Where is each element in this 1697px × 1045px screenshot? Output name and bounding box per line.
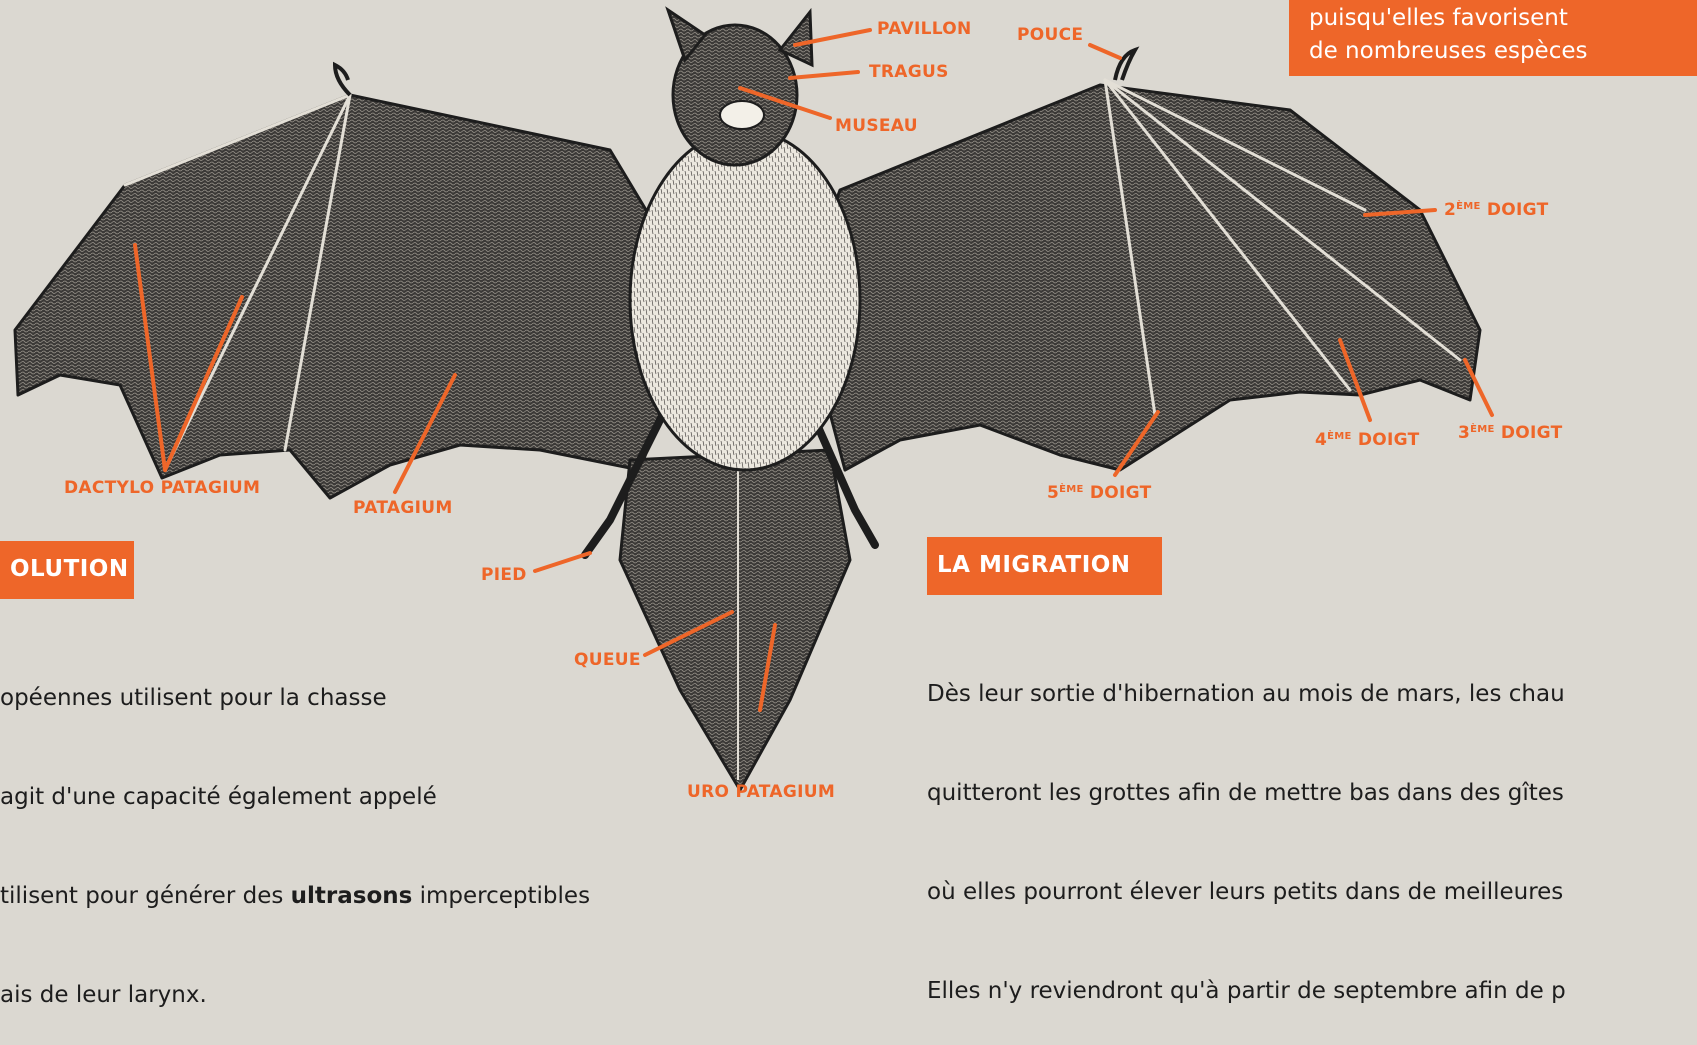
label-doigt-2: 2ÈME DOIGT — [1444, 202, 1549, 219]
section-heading-evolution: OLUTION — [0, 541, 134, 599]
evolution-line-3: tilisent pour générer des ultrasons impe… — [0, 880, 590, 913]
evolution-line-2: agit d'une capacité également appelé — [0, 781, 590, 814]
intro-box: puisqu'elles favorisent de nombreuses es… — [1289, 0, 1697, 76]
evolution-line-1: opéennes utilisent pour la chasse — [0, 682, 590, 715]
label-pouce: POUCE — [1017, 27, 1083, 44]
label-tragus: TRAGUS — [869, 64, 949, 81]
label-doigt-4: 4ÈME DOIGT — [1315, 432, 1420, 449]
label-pavillon: PAVILLON — [877, 21, 972, 38]
left-wing — [15, 95, 700, 498]
bat-body — [630, 130, 860, 470]
migration-line-4: Elles n'y reviendront qu'à partir de sep… — [927, 975, 1697, 1008]
muzzle — [720, 101, 764, 129]
label-pied: PIED — [481, 567, 527, 584]
label-dactylo-patagium: DACTYLO PATAGIUM — [64, 480, 260, 497]
label-uro-patagium: URO PATAGIUM — [687, 784, 835, 801]
ultrasons-keyword: ultrasons — [291, 883, 413, 909]
label-patagium: PATAGIUM — [353, 500, 453, 517]
evolution-line-4: ais de leur larynx. — [0, 979, 590, 1012]
migration-line-1: Dès leur sortie d'hibernation au mois de… — [927, 678, 1697, 711]
migration-line-3: où elles pourront élever leurs petits da… — [927, 876, 1697, 909]
intro-line-2: de nombreuses espèces — [1309, 35, 1697, 68]
migration-line-2: quitteront les grottes afin de mettre ba… — [927, 777, 1697, 810]
migration-text: Dès leur sortie d'hibernation au mois de… — [927, 612, 1697, 1041]
evolution-text: opéennes utilisent pour la chasse agit d… — [0, 616, 590, 1045]
intro-line-1: puisqu'elles favorisent — [1309, 2, 1697, 35]
right-thumb — [1115, 50, 1135, 80]
left-thumb — [335, 65, 350, 95]
label-museau: MUSEAU — [835, 118, 918, 135]
section-heading-migration: LA MIGRATION — [927, 537, 1162, 595]
right-wing — [800, 85, 1480, 470]
label-doigt-5: 5ÈME DOIGT — [1047, 485, 1152, 502]
tail-membrane — [620, 450, 850, 790]
label-doigt-3: 3ÈME DOIGT — [1458, 425, 1563, 442]
